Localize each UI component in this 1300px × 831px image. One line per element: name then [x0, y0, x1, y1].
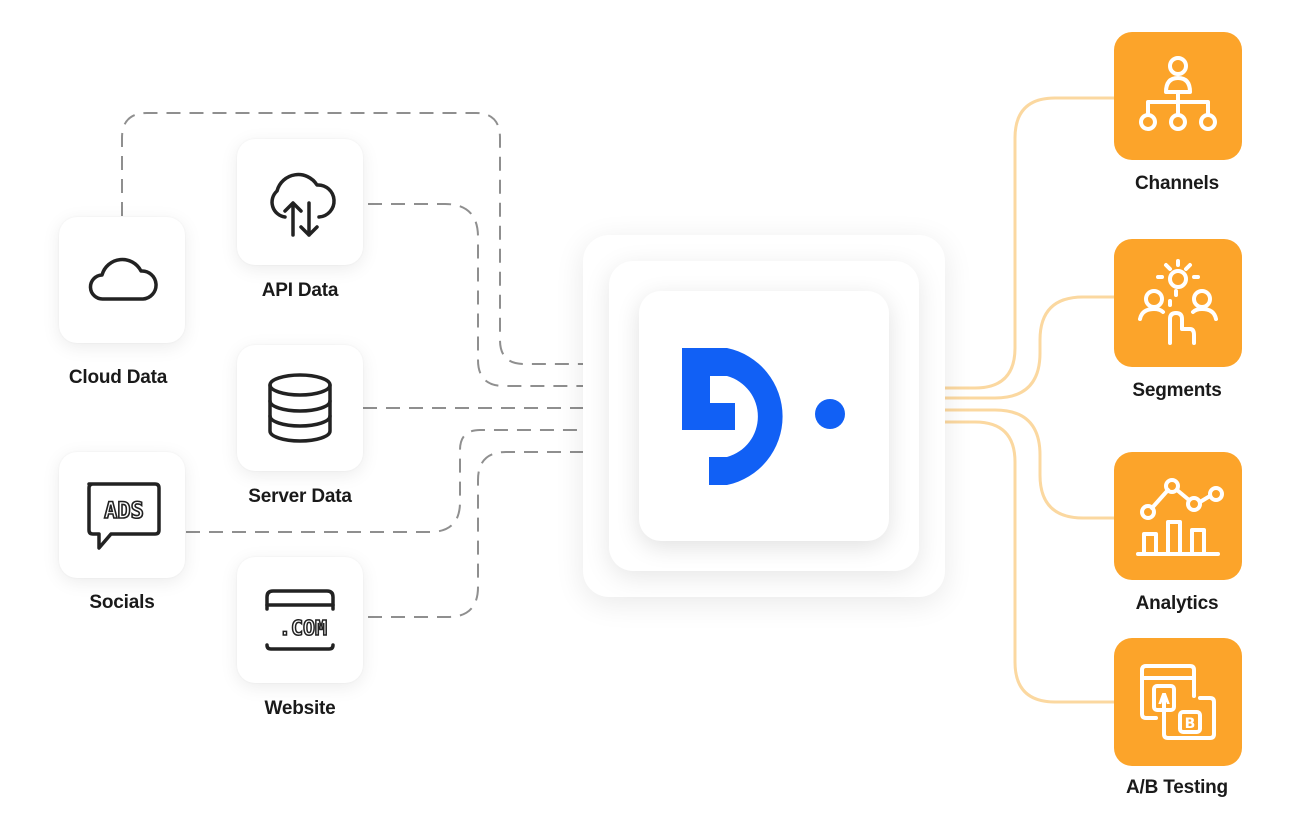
connector-cloud-data	[121, 112, 611, 365]
connector-api-data	[368, 203, 611, 387]
connector-ab-testing	[918, 420, 1116, 704]
connector-analytics	[918, 408, 1116, 520]
svg-text:B: B	[1185, 716, 1196, 732]
cloud-icon	[88, 257, 158, 301]
ads-chat-icon: ADS	[87, 482, 161, 550]
output-card-channels	[1114, 32, 1242, 160]
source-card-socials: ADS	[59, 452, 185, 578]
svg-text:A: A	[1158, 690, 1170, 708]
ab-test-icon: A B	[1140, 664, 1216, 740]
connector-channels	[918, 96, 1116, 390]
label-website: Website	[264, 698, 336, 719]
source-card-server-data	[237, 345, 363, 471]
output-card-segments	[1114, 239, 1242, 367]
audience-segment-icon	[1138, 259, 1218, 345]
source-card-api-data	[237, 139, 363, 265]
label-analytics: Analytics	[1135, 593, 1219, 614]
source-dashed-lines	[121, 112, 611, 618]
source-card-cloud-data	[59, 217, 185, 343]
label-server-data: Server Data	[248, 486, 352, 507]
cloud-sync-icon	[270, 172, 336, 237]
label-api-data: API Data	[261, 280, 339, 301]
brand-d-logo	[682, 348, 845, 485]
hierarchy-icon	[1139, 56, 1217, 131]
website-com-icon: .COM	[265, 589, 335, 651]
label-cloud-data: Cloud Data	[68, 367, 168, 388]
output-card-analytics	[1114, 452, 1242, 580]
svg-text:.COM: .COM	[279, 616, 327, 640]
output-card-ab-testing: A B	[1114, 638, 1242, 766]
source-card-website: .COM	[237, 557, 363, 683]
label-ab-testing: A/B Testing	[1126, 777, 1228, 798]
database-icon	[268, 373, 332, 443]
connector-website	[368, 451, 611, 618]
label-socials: Socials	[89, 592, 155, 613]
hub-logo-card	[639, 291, 889, 541]
svg-text:ADS: ADS	[104, 499, 144, 524]
analytics-chart-icon	[1136, 478, 1224, 556]
label-segments: Segments	[1132, 380, 1222, 401]
label-channels: Channels	[1135, 173, 1219, 194]
